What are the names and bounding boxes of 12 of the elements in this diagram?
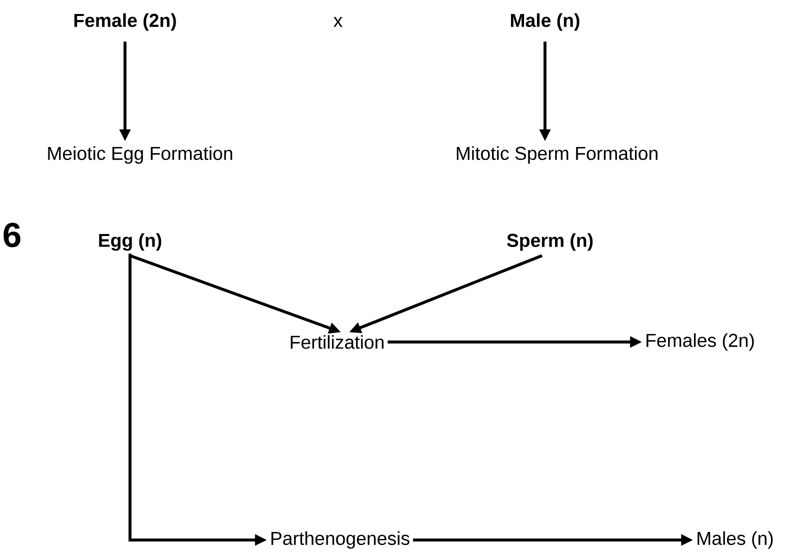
node-label: Female (2n) bbox=[74, 13, 176, 31]
text-label: x bbox=[334, 17, 342, 27]
node-label: Parthenogenesis bbox=[271, 531, 410, 549]
text-label: 6 bbox=[4, 222, 20, 248]
node-label: Sperm (n) bbox=[506, 233, 593, 251]
node-label: Egg (n) bbox=[99, 233, 162, 251]
node-label: Females (2n) bbox=[646, 333, 754, 351]
node-label: Males (n) bbox=[698, 531, 773, 549]
node-label: Meiotic Egg Formation bbox=[48, 146, 232, 164]
node-label: Male (n) bbox=[511, 13, 580, 31]
node-label: Mitotic Sperm Formation bbox=[456, 146, 658, 164]
node-label: Fertilization bbox=[290, 335, 384, 349]
